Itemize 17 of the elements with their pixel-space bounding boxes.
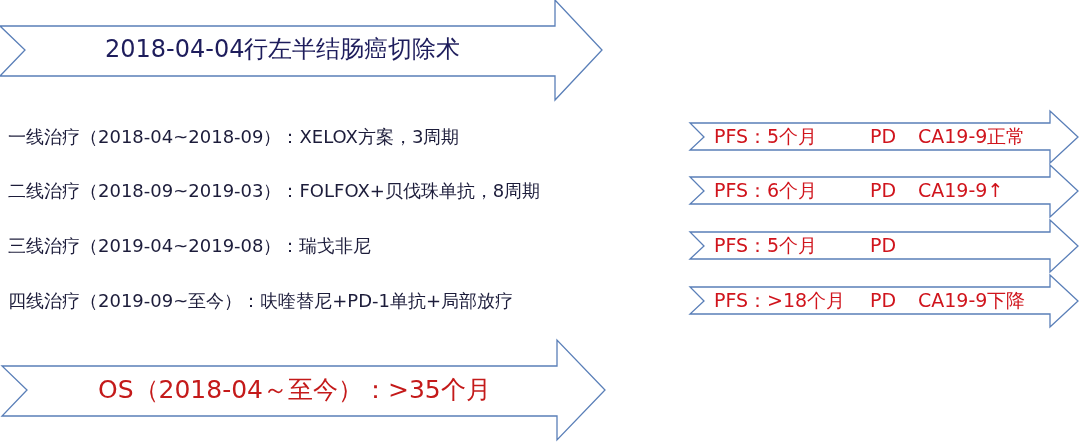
status-text: PD: [870, 180, 897, 202]
treatment-line-text: 二线治疗（2018-09~2019-03）：FOLFOX+贝伐珠单抗，8周期: [8, 180, 541, 202]
status-text: PD: [870, 235, 897, 257]
pfs-text: PFS：6个月: [714, 180, 818, 202]
treatment-line-text: 一线治疗（2018-04~2018-09）：XELOX方案，3周期: [8, 126, 460, 148]
pfs-text: PFS：>18个月: [714, 290, 846, 312]
treatment-line-text: 四线治疗（2019-09~至今）：呋喹替尼+PD-1单抗+局部放疗: [8, 290, 514, 312]
arrow-text: 2018-04-04行左半结肠癌切除术: [105, 36, 461, 64]
status-text: PD: [870, 290, 897, 312]
marker-text: CA19-9↑: [918, 180, 1004, 202]
marker-text: CA19-9正常: [918, 126, 1026, 148]
pfs-text: PFS：5个月: [714, 126, 818, 148]
arrow-text: OS（2018-04～至今）：>35个月: [98, 375, 491, 405]
pfs-text: PFS：5个月: [714, 235, 818, 257]
treatment-line-text: 三线治疗（2019-04~2019-08）：瑞戈非尼: [8, 235, 372, 257]
marker-text: CA19-9下降: [918, 290, 1026, 312]
status-text: PD: [870, 126, 897, 148]
